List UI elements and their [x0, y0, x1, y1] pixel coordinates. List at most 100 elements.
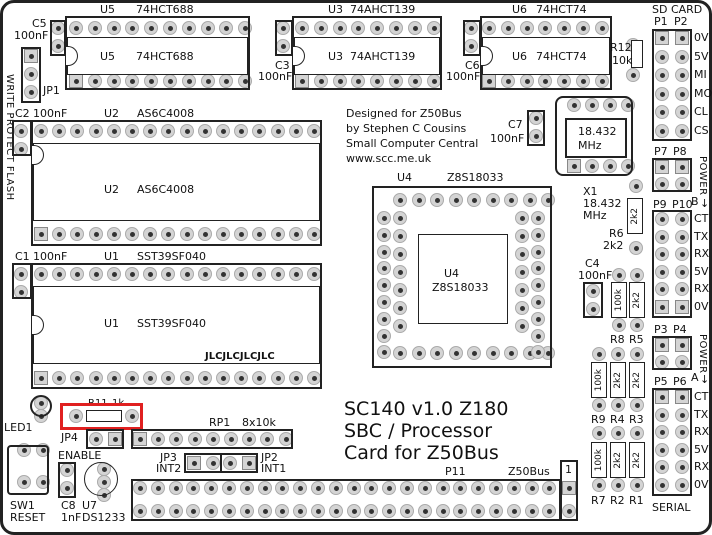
r2-body: 2k2: [610, 442, 626, 478]
pin-pad: [52, 371, 67, 385]
pin-pad: [675, 425, 689, 439]
pin-pad: [311, 504, 325, 518]
pin-pad: [216, 371, 230, 385]
pin-pad: [34, 227, 48, 241]
u7-part: DS1233: [82, 511, 126, 524]
pin-pad: [448, 346, 463, 360]
pin-pad: [351, 21, 366, 35]
pin-pad: [197, 267, 212, 281]
pin-pad: [562, 481, 576, 495]
pin-pad: [197, 371, 212, 385]
pin-pad: [270, 371, 285, 385]
c5-ref: C5: [32, 17, 47, 30]
pin-pad: [393, 211, 407, 225]
pin-pad: [655, 299, 669, 314]
pin-pad: [36, 475, 50, 489]
p8-ref: P8: [673, 145, 687, 158]
pin-pad: [181, 21, 196, 35]
jp4-outline[interactable]: [86, 429, 124, 449]
pin-pad: [675, 338, 689, 352]
u3-part: 74AHCT139: [350, 3, 416, 16]
c3-value: 100nF: [258, 70, 293, 83]
credit-line-3: Small Computer Central: [346, 137, 479, 150]
jp1-outline: [21, 47, 41, 103]
pin-pad: [313, 21, 328, 35]
pin-pad: [489, 481, 503, 495]
pin-pad: [143, 267, 158, 281]
c4-outline: [583, 282, 603, 318]
pin-pad: [293, 504, 308, 518]
pin-pad: [257, 504, 272, 518]
pin-pad: [179, 227, 194, 241]
pin-pad: [594, 74, 609, 88]
pin-pad: [70, 267, 85, 281]
pin-pad: [106, 124, 121, 138]
pin-pad: [504, 346, 518, 360]
pin-pad: [515, 319, 529, 333]
pin-pad: [675, 477, 689, 492]
r7-body: 100k: [591, 442, 607, 478]
crystal-body: [565, 118, 627, 158]
pin-pad: [675, 460, 689, 474]
pin-pad: [377, 244, 391, 259]
jp3-label: INT2: [156, 462, 182, 475]
pin-pad: [377, 227, 391, 242]
pin-pad: [529, 129, 543, 143]
pin-pad: [143, 227, 158, 241]
serial-signal-label: RX: [694, 425, 710, 438]
c3-outline: [275, 20, 293, 56]
pin-pad: [133, 481, 147, 495]
pin-pad: [125, 371, 139, 385]
u4-ref-body: U4: [444, 267, 460, 280]
sd-signal-label: MO: [694, 86, 712, 100]
sd-signal-label: MI: [694, 68, 707, 81]
jp3-outline[interactable]: [184, 453, 222, 473]
pin-pad: [585, 159, 599, 173]
sw1-outline[interactable]: [7, 445, 49, 495]
pin-pad: [222, 481, 236, 495]
u1-part-body: SST39SF040: [137, 317, 206, 330]
pin-pad: [504, 193, 518, 207]
pin-pad: [675, 299, 689, 314]
r12-body: [631, 40, 643, 68]
c7-ref: C7: [508, 118, 523, 131]
u3-ref: U3: [328, 3, 344, 16]
pin-pad: [393, 193, 407, 207]
jp3-ref: JP3: [160, 451, 177, 464]
r5-ref: R5: [629, 333, 644, 346]
u2-outline: [31, 120, 322, 246]
r7-ref: R7: [591, 494, 606, 507]
pin-pad: [675, 49, 689, 64]
c7-value: 100nF: [490, 132, 525, 145]
pin-pad: [675, 407, 689, 422]
pin-pad: [186, 504, 201, 518]
c4-value: 100nF: [578, 269, 613, 282]
pin-pad: [187, 432, 202, 446]
pin-pad: [234, 267, 249, 281]
pin-pad: [531, 311, 545, 326]
pin-pad: [626, 68, 640, 82]
pin-pad: [393, 229, 407, 243]
pin-pad: [234, 124, 249, 138]
u5-body: [67, 37, 248, 75]
pin-pad: [288, 227, 303, 241]
sd-signal-label: 5V: [694, 49, 709, 63]
jp2-label: INT1: [261, 462, 287, 475]
pin-pad: [531, 345, 545, 360]
pin-pad: [675, 212, 689, 226]
pin-pad: [332, 21, 347, 35]
pin-pad: [143, 124, 158, 138]
c4-ref: C4: [585, 257, 600, 270]
pin-pad: [88, 124, 103, 138]
pin-pad: [89, 432, 103, 446]
jp2-outline[interactable]: [220, 453, 258, 473]
pin-pad: [219, 21, 234, 35]
pin-pad: [242, 432, 257, 446]
crystal-outline: [555, 96, 633, 176]
pin-pad: [242, 456, 256, 470]
r12-ref: R12: [610, 41, 632, 54]
pin-pad: [435, 504, 450, 518]
r7-body-value: 100k: [594, 448, 604, 472]
pin-pad: [150, 504, 165, 518]
highlight-box: [60, 403, 143, 430]
